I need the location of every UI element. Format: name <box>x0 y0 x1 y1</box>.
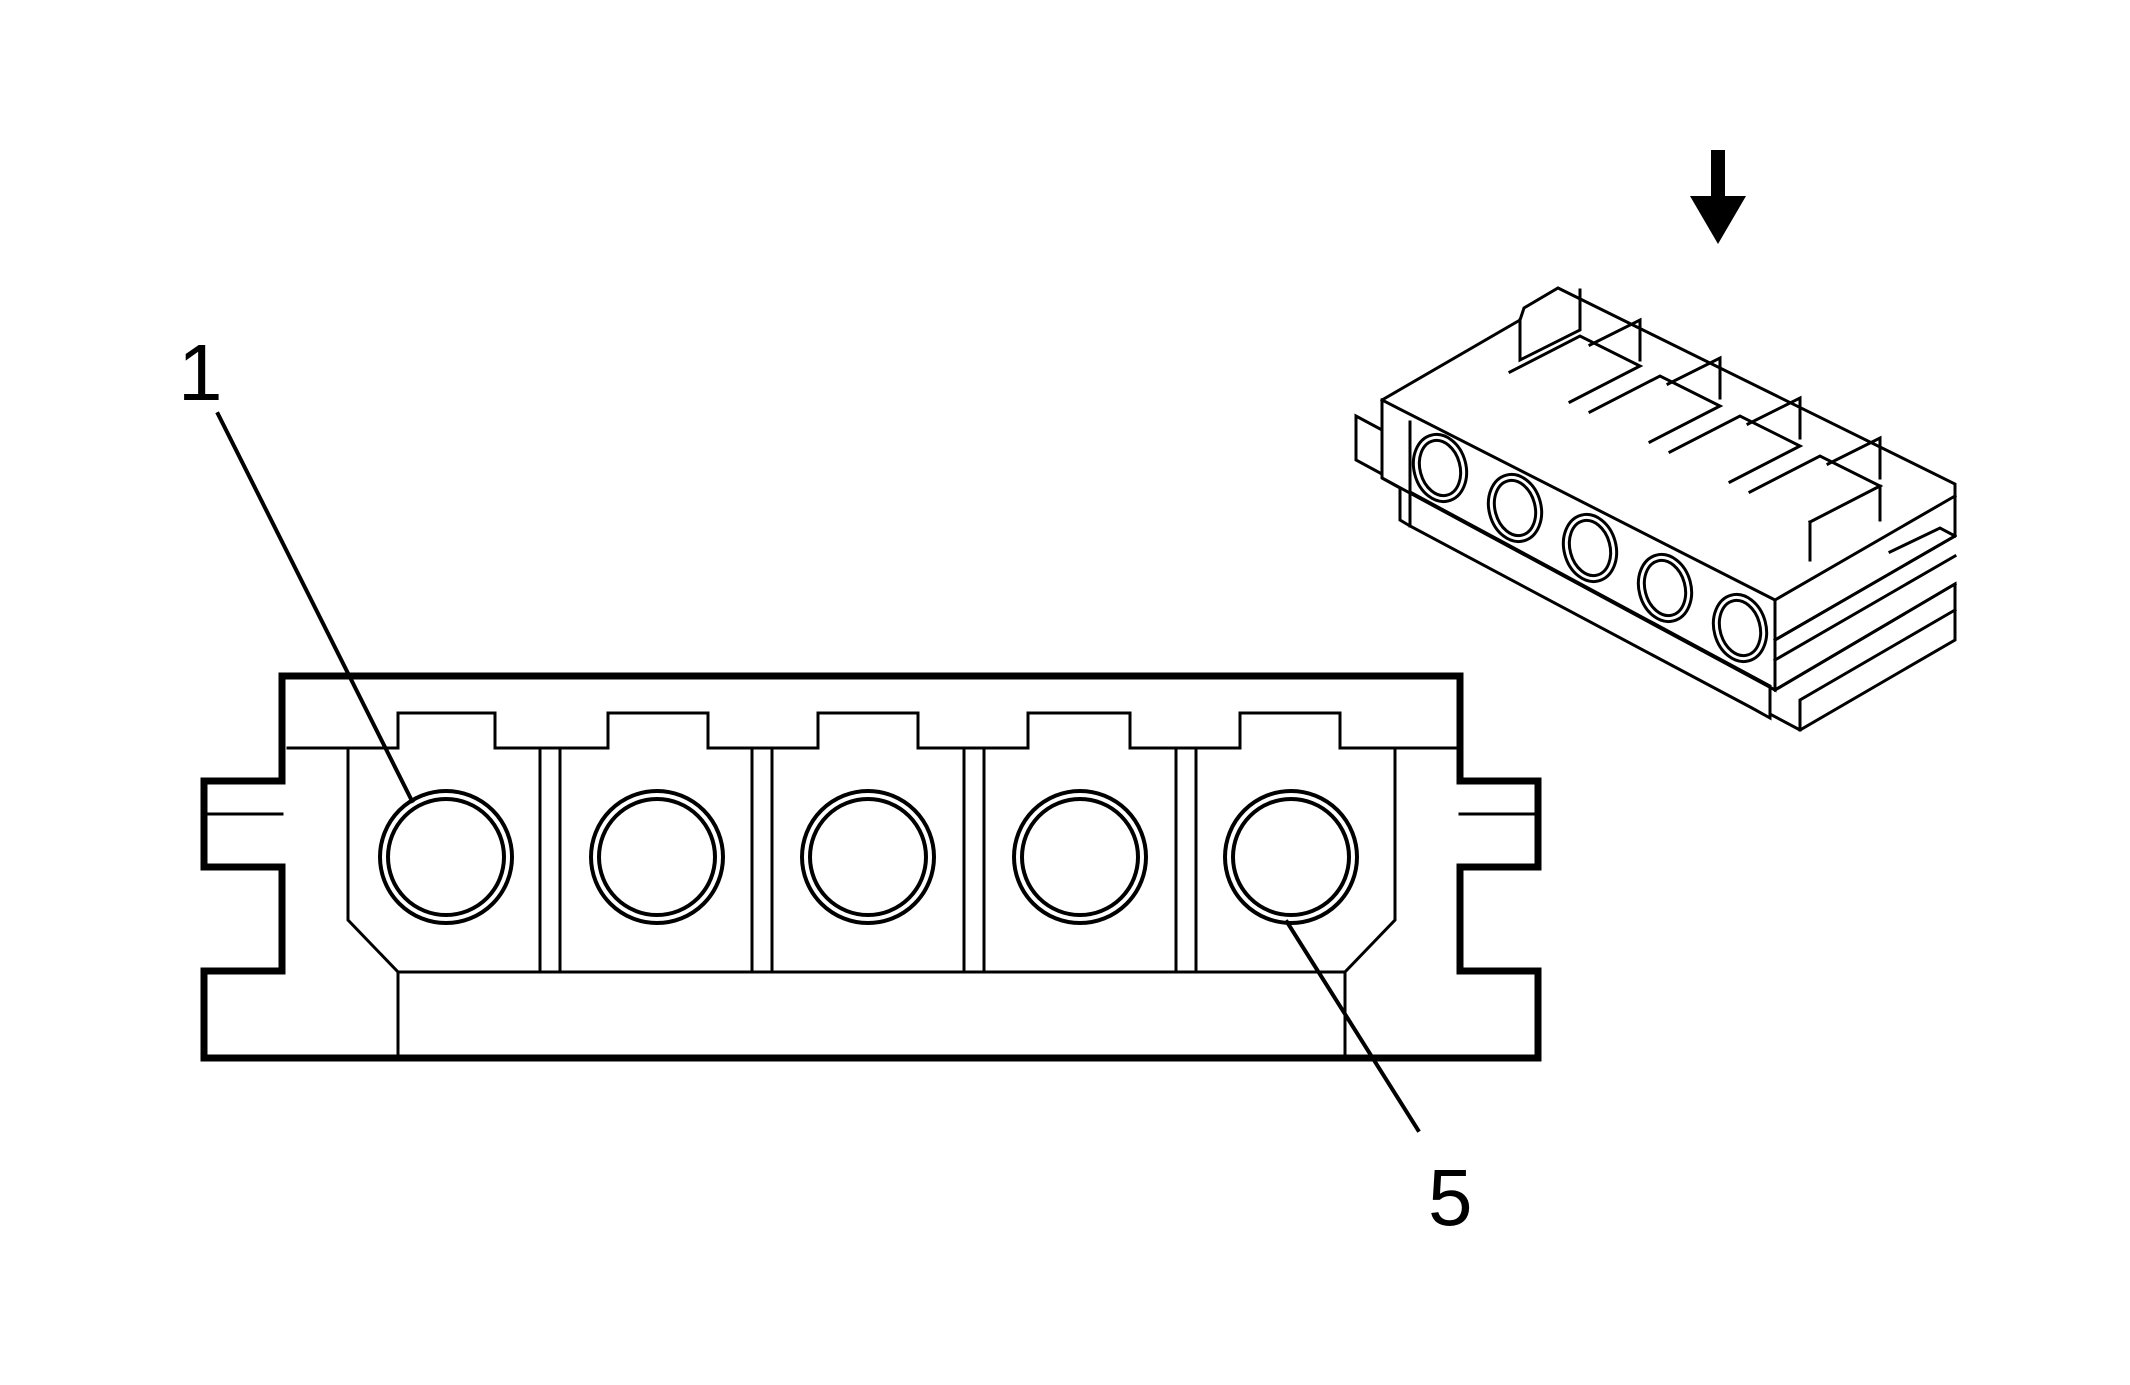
iso-front-face <box>1354 398 1957 732</box>
pin-cavity-5 <box>1223 789 1359 925</box>
cavity-divider-2 <box>750 746 774 974</box>
iso-pin-cavity-1 <box>1411 432 1469 504</box>
inner-top-notch-line <box>286 711 1457 750</box>
iso-front-inner <box>1407 420 1772 716</box>
iso-pin-cavity-4 <box>1636 552 1694 624</box>
pin-cavity-4 <box>1012 789 1148 925</box>
iso-pin-cavity-5 <box>1711 592 1769 664</box>
right-inner-wall <box>1343 746 1397 1060</box>
iso-pin-cavity-2 <box>1486 472 1544 544</box>
pin-cavity-2 <box>589 789 725 925</box>
iso-pin-cavity-3 <box>1561 512 1619 584</box>
leader-line-pin-5 <box>1284 919 1421 1133</box>
leader-line-pin-1 <box>215 411 415 804</box>
iso-top-ribs <box>1507 288 1884 562</box>
iso-top-face-edge <box>1379 397 1958 602</box>
pin-cavity-3 <box>800 789 936 925</box>
connector-face-view <box>200 411 1542 1133</box>
cavity-divider-4 <box>1174 746 1198 974</box>
connector-isometric-view <box>1354 286 1958 732</box>
iso-side-rails <box>1772 526 1958 732</box>
pin-cavity-1 <box>378 789 514 925</box>
pin-label-first: 1 <box>178 328 223 417</box>
left-inner-wall <box>346 746 400 1060</box>
pin-label-last: 5 <box>1428 1153 1473 1242</box>
cavity-divider-3 <box>962 746 986 974</box>
down-arrow-icon <box>1690 150 1746 244</box>
cavity-divider-1 <box>538 746 562 974</box>
housing-outline <box>200 672 1542 1062</box>
